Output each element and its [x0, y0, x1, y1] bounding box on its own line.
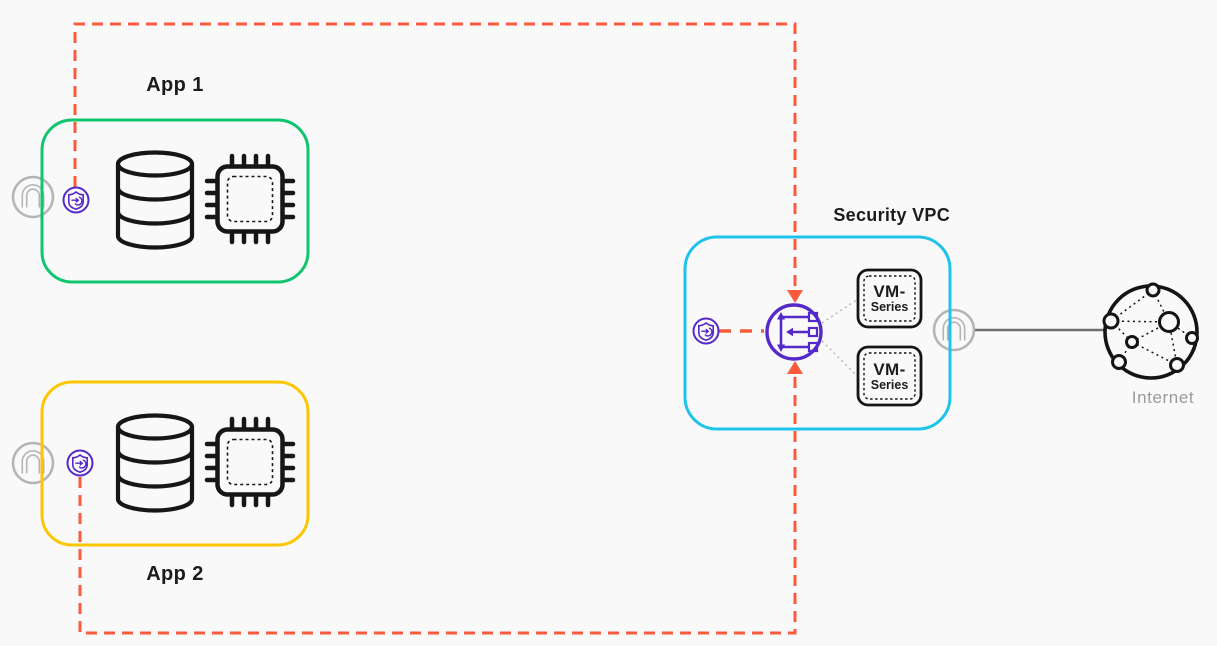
gwlb-vm1-link: [821, 298, 859, 324]
vm-series-label: VM- Series: [858, 347, 921, 405]
gateway-endpoint-shield-icon: [62, 186, 90, 214]
traffic-arrow-icon: [787, 361, 803, 374]
vm-series-box: [856, 268, 923, 329]
vm-series-line1: VM-: [873, 359, 906, 379]
vm-series-line2: Series: [870, 300, 909, 315]
app1-title: App 1: [146, 74, 204, 96]
gateway-endpoint-shield-icon: [66, 449, 94, 477]
security-vpc-title: Security VPC: [833, 205, 950, 225]
internet-label: Internet: [1131, 388, 1195, 407]
n-interface-icon: [13, 177, 53, 217]
database-icon: [118, 416, 192, 511]
n-interface-icon: [934, 310, 974, 350]
gateway-endpoint-shield-icon: [692, 317, 720, 345]
gwlb-vm2-link: [821, 340, 859, 378]
app2-box: [40, 380, 310, 547]
security-vpc-box: [683, 235, 952, 431]
gateway-load-balancer-icon: [765, 303, 823, 361]
chip-icon: [207, 156, 293, 242]
vm-series-line2: Series: [870, 377, 909, 392]
app2-title: App 2: [146, 563, 204, 585]
internet-globe-icon: [1102, 282, 1199, 380]
vm-series-line1: VM-: [873, 282, 906, 302]
traffic-path-app1: [73, 22, 797, 290]
database-icon: [118, 153, 192, 248]
traffic-path-app2: [78, 374, 797, 635]
vm-series-box: [856, 345, 923, 407]
app1-box: [40, 118, 310, 284]
n-interface-icon: [13, 443, 53, 483]
traffic-arrow-icon: [787, 290, 803, 303]
vm-series-label: VM- Series: [858, 270, 921, 327]
chip-icon: [207, 419, 293, 505]
